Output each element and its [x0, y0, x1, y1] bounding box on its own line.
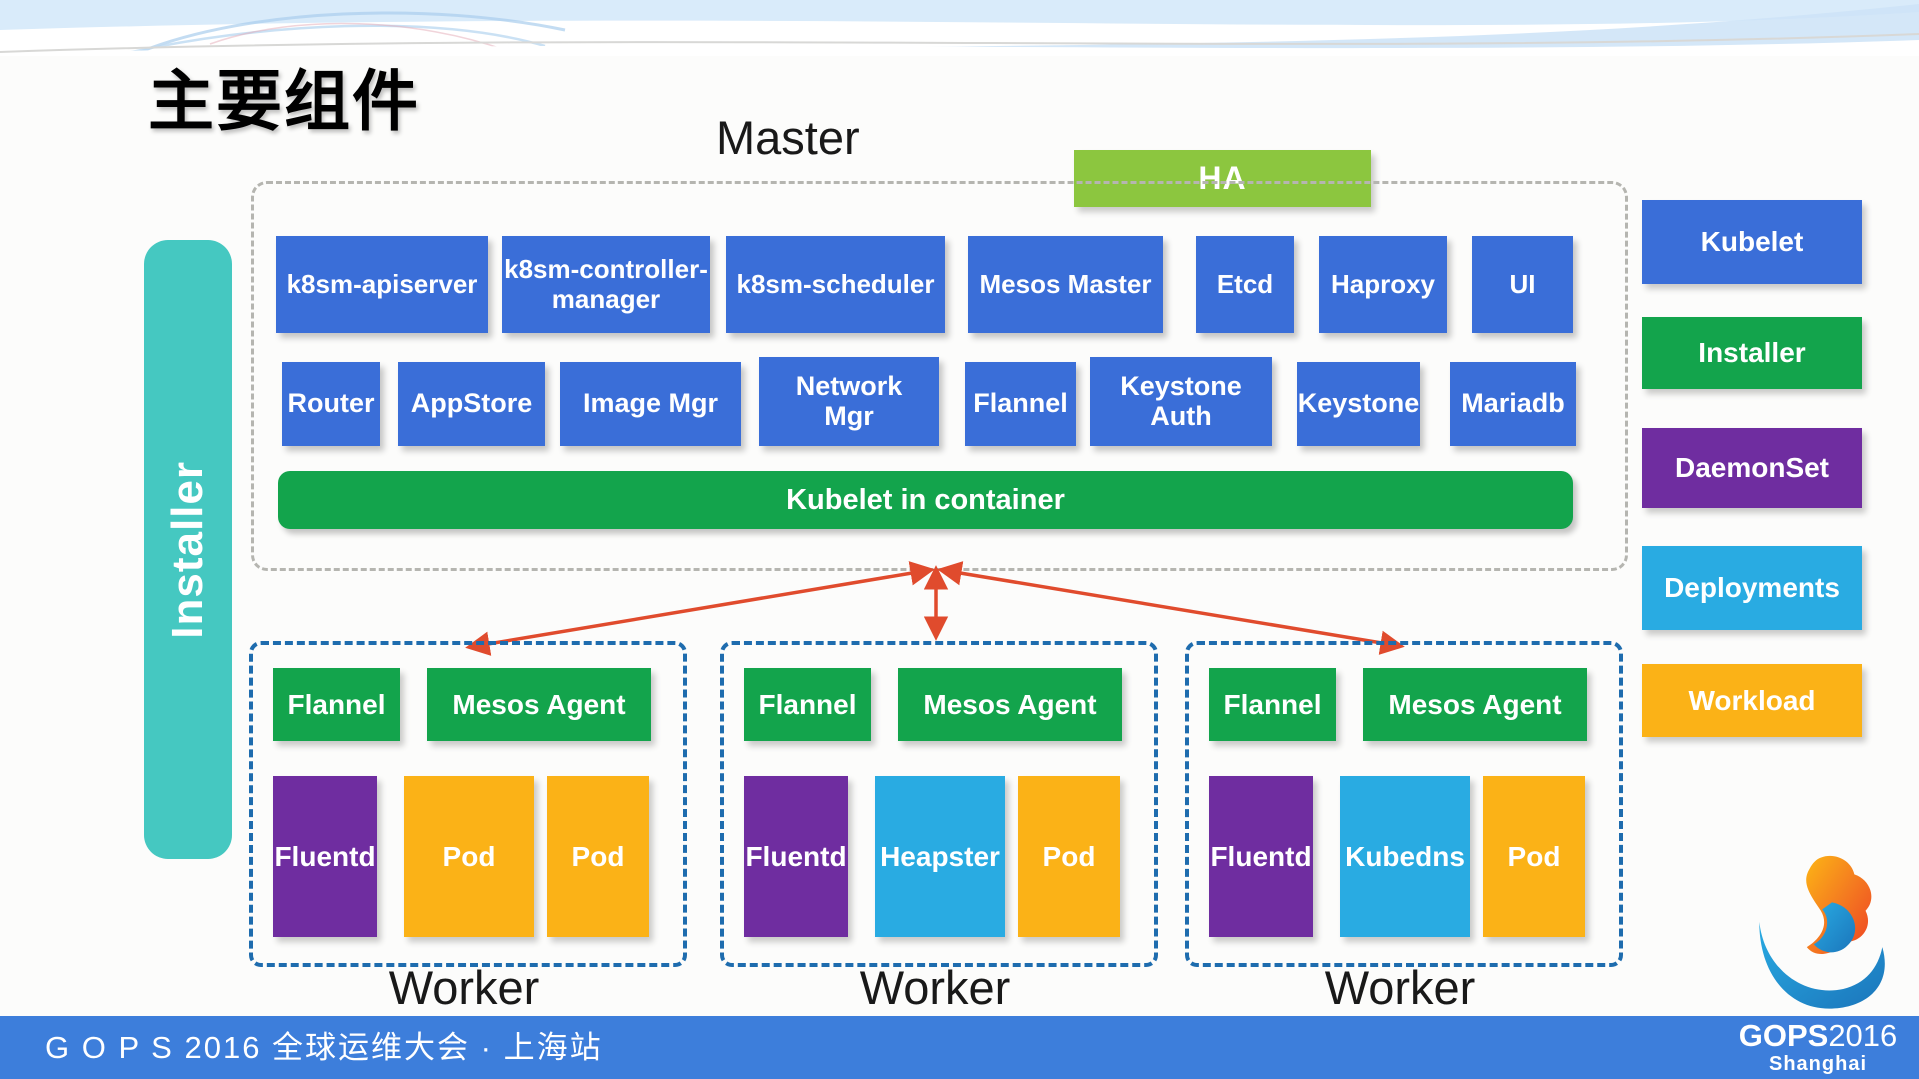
worker3-fluentd: Fluentd: [1209, 776, 1313, 937]
footer-logo-name-year: GOPS2016: [1736, 1020, 1900, 1051]
worker2-fluentd: Fluentd: [744, 776, 848, 937]
legend-deployments: Deployments: [1642, 546, 1862, 630]
worker2-label: Worker: [859, 961, 1011, 1014]
component-mesos-master: Mesos Master: [968, 236, 1163, 333]
component-flannel-master: Flannel: [965, 362, 1076, 446]
installer-vertical-bar-label: Installer: [163, 460, 212, 639]
footer-conference-text: G O P S 2016 全球运维大会 · 上海站: [45, 1030, 603, 1065]
legend-daemonset: DaemonSet: [1642, 428, 1862, 508]
component-appstore: AppStore: [398, 362, 545, 446]
worker1-label: Worker: [388, 961, 540, 1014]
worker2-pod: Pod: [1018, 776, 1120, 937]
worker3-label: Worker: [1324, 961, 1476, 1014]
component-image-mgr: Image Mgr: [560, 362, 741, 446]
worker-container-3: Flannel Mesos Agent Fluentd Kubedns Pod: [1185, 641, 1623, 967]
worker1-pod-2: Pod: [547, 776, 649, 937]
top-banner: [0, 0, 1919, 57]
component-ui: UI: [1472, 236, 1573, 333]
worker2-heapster: Heapster: [875, 776, 1005, 937]
legend-installer: Installer: [1642, 317, 1862, 389]
gops-logo-icon: [1759, 855, 1885, 1009]
component-haproxy: Haproxy: [1319, 236, 1447, 333]
component-router: Router: [282, 362, 380, 446]
kubelet-in-container-bar: Kubelet in container: [278, 471, 1573, 529]
component-mariadb: Mariadb: [1450, 362, 1576, 446]
worker3-pod: Pod: [1483, 776, 1585, 937]
banner-swoosh-graphic: [0, 0, 1919, 57]
installer-vertical-bar: Installer: [144, 240, 232, 859]
master-label: Master: [716, 111, 860, 164]
worker3-kubedns: Kubedns: [1340, 776, 1470, 937]
worker1-fluentd: Fluentd: [273, 776, 377, 937]
ha-box: HA: [1074, 150, 1371, 207]
worker3-flannel: Flannel: [1209, 668, 1336, 741]
worker-container-1: Flannel Mesos Agent Fluentd Pod Pod: [249, 641, 687, 967]
footer-logo-text: GOPS2016 Shanghai: [1736, 1020, 1900, 1074]
component-k8sm-apiserver: k8sm-apiserver: [276, 236, 488, 333]
worker1-pod-1: Pod: [404, 776, 534, 937]
worker2-mesos-agent: Mesos Agent: [898, 668, 1122, 741]
worker3-mesos-agent: Mesos Agent: [1363, 668, 1587, 741]
component-keystone: Keystone: [1297, 362, 1420, 446]
footer-logo-city: Shanghai: [1768, 1053, 1867, 1075]
footer-logo-year: 2016: [1828, 1018, 1898, 1053]
master-container: k8sm-apiserver k8sm-controller-manager k…: [251, 181, 1628, 571]
worker-container-2: Flannel Mesos Agent Fluentd Heapster Pod: [720, 641, 1158, 967]
page-title: 主要组件: [148, 64, 420, 138]
component-k8sm-scheduler: k8sm-scheduler: [726, 236, 945, 333]
footer-bar: G O P S 2016 全球运维大会 · 上海站: [0, 1016, 1919, 1079]
worker1-flannel: Flannel: [273, 668, 400, 741]
legend-workload: Workload: [1642, 664, 1862, 737]
component-k8sm-controller-manager: k8sm-controller-manager: [502, 236, 710, 333]
component-network-mgr: Network Mgr: [759, 357, 939, 446]
component-keystone-auth: Keystone Auth: [1090, 357, 1272, 446]
worker1-mesos-agent: Mesos Agent: [427, 668, 651, 741]
legend-kubelet: Kubelet: [1642, 200, 1862, 284]
footer-logo-name: GOPS: [1738, 1018, 1829, 1053]
worker2-flannel: Flannel: [744, 668, 871, 741]
component-etcd: Etcd: [1196, 236, 1294, 333]
